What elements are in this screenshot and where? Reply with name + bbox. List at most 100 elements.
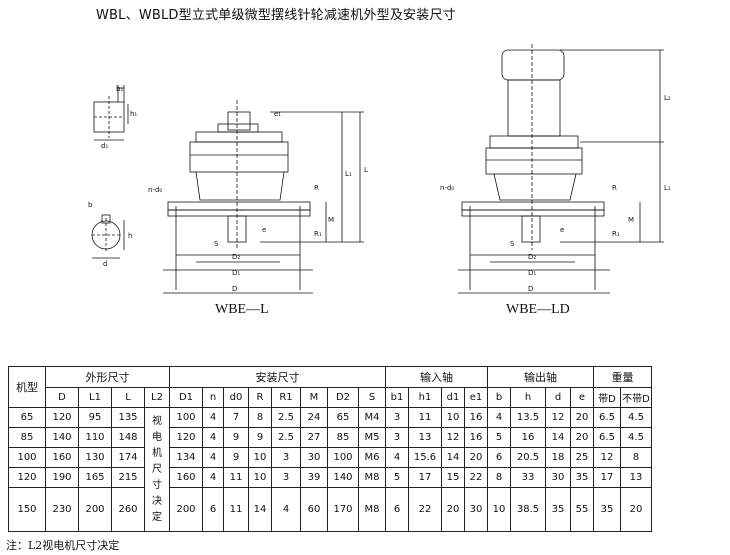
table-cell: 6.5 — [593, 427, 621, 448]
table-cell: 15 — [441, 467, 465, 488]
table-cell: 4.5 — [620, 427, 652, 448]
label-D1-right: D₁ — [528, 269, 536, 277]
table-cell: 3 — [271, 467, 301, 488]
footnote: 注：L2视电机尺寸决定 — [6, 539, 120, 552]
table-cell: 7 — [223, 407, 249, 428]
subheader-cell: d1 — [441, 387, 465, 408]
table-cell: 55 — [570, 487, 594, 532]
label-h1: h₁ — [130, 110, 137, 118]
subheader-cell: d — [545, 387, 571, 408]
table-cell: 110 — [78, 427, 112, 448]
label-D2-left: D₂ — [232, 253, 240, 261]
header-input: 输入轴 — [385, 366, 488, 388]
label-D2-right: D₂ — [528, 253, 536, 261]
caption-wbe-l: WBE—L — [215, 302, 269, 317]
table-cell: 4 — [202, 447, 224, 468]
header-output: 输出轴 — [487, 366, 594, 388]
table-cell: 39 — [300, 467, 328, 488]
table-cell: 4 — [271, 487, 301, 532]
table-cell: 165 — [78, 467, 112, 488]
subheader-cell: d0 — [223, 387, 249, 408]
table-cell: 12 — [441, 427, 465, 448]
subheader-cell: n — [202, 387, 224, 408]
table-cell: 150 — [8, 487, 46, 532]
table-cell: 22 — [464, 467, 488, 488]
table-cell: 16 — [464, 407, 488, 428]
table-cell: 20.5 — [510, 447, 546, 468]
table-cell: 6.5 — [593, 407, 621, 428]
header-model: 机型 — [8, 366, 46, 408]
table-cell: 100 — [8, 447, 46, 468]
label-L: L — [364, 166, 368, 174]
subheader-cell: D1 — [169, 387, 203, 408]
table-cell: 8 — [487, 467, 511, 488]
subheader-cell: L — [111, 387, 145, 408]
table-cell: 6 — [385, 487, 409, 532]
subheader-cell: D2 — [327, 387, 359, 408]
label-R-right: R — [612, 184, 617, 192]
table-cell: 24 — [300, 407, 328, 428]
table-cell: 230 — [45, 487, 79, 532]
table-cell: 5 — [385, 467, 409, 488]
table-cell: 30 — [464, 487, 488, 532]
subheader-cell: R — [248, 387, 272, 408]
table-cell: 13.5 — [510, 407, 546, 428]
table-cell: 16 — [464, 427, 488, 448]
label-M-left: M — [328, 216, 334, 224]
label-d: d — [103, 260, 107, 268]
table-cell: M5 — [358, 427, 386, 448]
table-cell: 120 — [8, 467, 46, 488]
table-cell: 35 — [570, 467, 594, 488]
reducer-wbe-ld-drawing: n-d₀ L₂ L₁ R R₁ M e S D₂ D₁ D WBE—LD — [440, 44, 671, 317]
label-R1-right: R₁ — [612, 230, 620, 238]
table-cell: 8 — [248, 407, 272, 428]
table-cell: 4 — [385, 447, 409, 468]
subheader-cell: L1 — [78, 387, 112, 408]
table-cell: 20 — [441, 487, 465, 532]
table-cell: 120 — [169, 427, 203, 448]
label-D-right: D — [528, 285, 533, 293]
label-e1: e₁ — [274, 110, 281, 118]
table-cell: 15.6 — [408, 447, 442, 468]
table-cell: 148 — [111, 427, 145, 448]
table-cell: 5 — [487, 427, 511, 448]
table-cell: 4 — [202, 407, 224, 428]
table-cell: 100 — [327, 447, 359, 468]
table-cell: 30 — [300, 447, 328, 468]
table-cell: 190 — [45, 467, 79, 488]
subheader-cell: 不带D — [620, 387, 652, 408]
table-cell: 135 — [111, 407, 145, 428]
label-nd0-right: n-d₀ — [440, 184, 454, 192]
subheader-cell: e1 — [464, 387, 488, 408]
label-d1: d₁ — [101, 142, 108, 150]
label-e-right: e — [560, 226, 564, 234]
table-cell: 3 — [385, 407, 409, 428]
table-cell: 9 — [248, 427, 272, 448]
table-cell: 160 — [169, 467, 203, 488]
input-shaft-section: b₁ h₁ d₁ — [93, 85, 137, 150]
outline-drawings: b₁ h₁ d₁ b h d n-d₀ e₁ L — [88, 44, 671, 317]
header-weight: 重量 — [593, 366, 652, 388]
table-cell: 38.5 — [510, 487, 546, 532]
l2-note-cell: 视电机尺寸决定 — [144, 407, 170, 532]
table-cell: M6 — [358, 447, 386, 468]
caption-wbe-ld: WBE—LD — [506, 302, 570, 317]
table-cell: 18 — [545, 447, 571, 468]
subheader-cell: e — [570, 387, 594, 408]
label-D-left: D — [232, 285, 237, 293]
table-cell: 11 — [223, 487, 249, 532]
table-cell: 260 — [111, 487, 145, 532]
table-cell: M8 — [358, 487, 386, 532]
table-cell: 65 — [327, 407, 359, 428]
table-cell: 174 — [111, 447, 145, 468]
table-cell: 85 — [8, 427, 46, 448]
subheader-cell: L2 — [144, 387, 170, 408]
table-cell: 14 — [441, 447, 465, 468]
